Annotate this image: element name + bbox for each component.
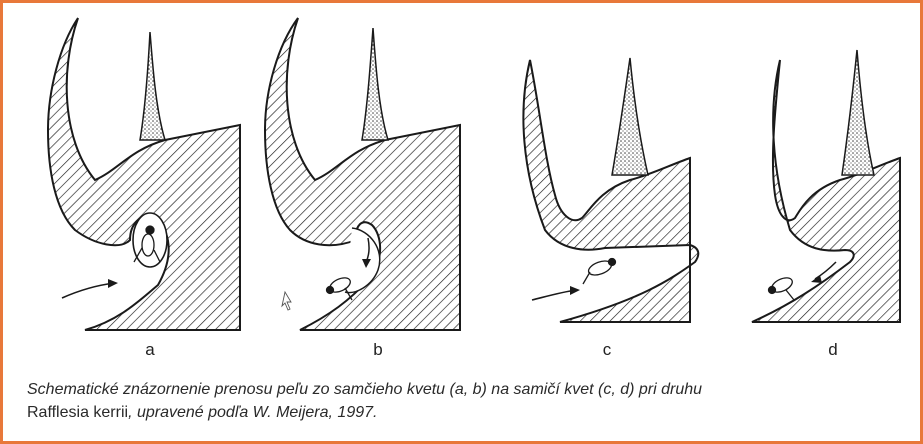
caption-line2: , upravené podľa W. Meijera, 1997. [128, 404, 377, 421]
flower-column-c [523, 60, 698, 322]
arrow-c [532, 290, 576, 300]
panel-d-drawing [752, 50, 900, 322]
panel-a-drawing [48, 18, 240, 330]
cursor-icon [282, 292, 291, 310]
panel-label-d: d [818, 340, 848, 360]
process-stipple-d [842, 50, 874, 175]
figure-caption: Schematické znázornenie prenosu peľu zo … [27, 378, 907, 424]
process-stipple-b [362, 28, 388, 140]
panel-b-drawing [265, 18, 460, 330]
caption-species: Rafflesia kerrii [27, 404, 128, 421]
arrowhead-a [108, 279, 118, 288]
process-stipple-c [612, 58, 648, 175]
panel-c-drawing [523, 58, 698, 322]
flower-column-a [48, 18, 240, 330]
arrowhead-c [570, 286, 580, 295]
panel-label-c: c [592, 340, 622, 360]
fly-c [583, 258, 616, 284]
panel-label-a: a [135, 340, 165, 360]
arrow-a [62, 283, 115, 298]
panel-label-b: b [363, 340, 393, 360]
fly-d [769, 275, 795, 300]
process-stipple-a [140, 32, 165, 140]
caption-line1: Schematické znázornenie prenosu peľu zo … [27, 381, 702, 398]
